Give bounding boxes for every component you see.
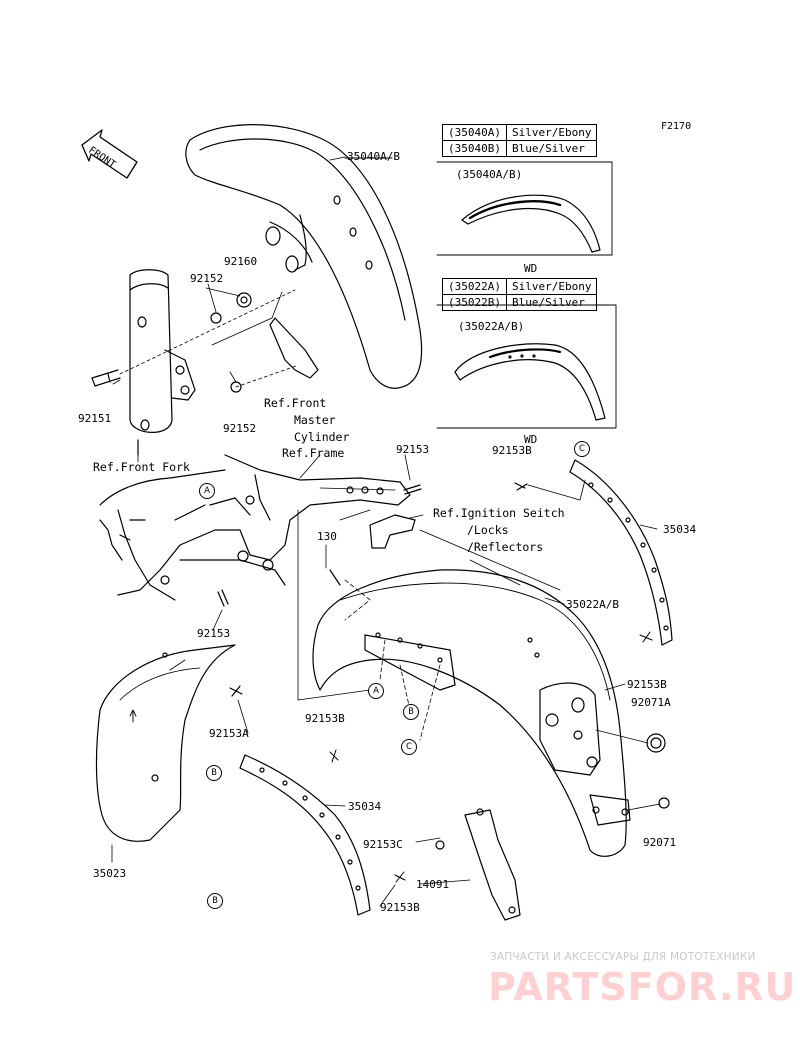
table-row: (35022A) Silver/Ebony [442,278,598,295]
ref-front-fork: Ref.Front Fork [93,460,190,474]
detail-label-rear: (35022A/B) [458,320,525,333]
ref-front-master-cylinder: Ref.Front Master Cylinder [264,395,349,446]
part-label-35034-top: 35034 [663,523,697,536]
brake-hose-bracket [269,317,319,379]
front-fender [185,124,423,389]
callout-c: C [574,441,590,457]
part-label-92071A: 92071A [631,696,671,709]
callout-c: C [401,739,417,755]
part-label-35022ab: 35022A/B [566,598,619,611]
ref-line: Cylinder [294,430,350,444]
nut-92153C [435,840,445,850]
bracket-14091 [464,809,521,921]
table-cell: Blue/Silver [505,140,598,157]
spacer-92160 [236,292,252,308]
part-label-92071: 92071 [643,836,677,849]
note-wd-rear: WD [524,433,538,446]
grommet-92071A [646,733,666,753]
table-cell: (35022B) [442,294,507,311]
part-label-92151: 92151 [78,412,112,425]
ref-line: Ref.Ignition Seitch [433,506,565,520]
callout-b: B [206,765,222,781]
bolt-92153-lower [217,589,229,607]
bolt-92153 [403,484,422,495]
part-label-35040ab: 35040A/B [347,150,400,163]
bolt-92153B [514,482,528,491]
grommet-92071 [658,797,670,809]
table-cell: (35040A) [442,124,507,141]
inner-fender-35023 [95,644,236,842]
table-row: (35040B) Blue/Silver [442,140,598,157]
rear-fender-detail [454,343,606,421]
part-label-92153B-right: 92153B [627,678,667,691]
part-label-35023: 35023 [93,867,127,880]
part-label-92160: 92160 [224,255,258,268]
callout-a: A [199,483,215,499]
side-rail-35034-top [569,459,673,646]
watermark-logo: PARTSFOR.RU [488,965,797,1009]
table-cell: Silver/Ebony [505,124,598,141]
part-label-92153B-top: 92153B [492,444,532,457]
front-fork [129,269,196,456]
table-cell: (35040B) [442,140,507,157]
note-wd-front: WD [524,262,538,275]
part-label-92153B-mid: 92153B [305,712,345,725]
part-label-92152-lower: 92152 [223,422,257,435]
part-label-14091: 14091 [416,878,450,891]
part-label-92153: 92153 [396,443,430,456]
table-cell: Blue/Silver [505,294,598,311]
part-label-92153C: 92153C [363,838,403,851]
bolt-92151 [91,369,121,387]
part-label-92153B-bottom: 92153B [380,901,420,914]
rear-fender [312,569,631,857]
ref-ignition-switch: Ref.Ignition Seitch /Locks /Reflectors [433,505,565,556]
side-rail-35034-bottom [239,754,371,916]
table-row: (35040A) Silver/Ebony [442,124,598,141]
ignition-bracket [369,514,416,549]
ref-line: Ref.Front [264,396,327,410]
callout-a: A [368,683,384,699]
callout-b: B [207,893,223,909]
color-table-front: (35040A) Silver/Ebony (35040B) Blue/Silv… [442,124,598,157]
detail-label-front: (35040A/B) [456,168,523,181]
table-row: (35022B) Blue/Silver [442,294,598,311]
bolt-92153A [229,685,243,697]
ref-line: /Reflectors [467,540,544,554]
washer-92152 [210,312,222,324]
part-label-35034-bottom: 35034 [348,800,382,813]
part-label-92153-lower: 92153 [197,627,231,640]
watermark-tagline: ЗАПЧАСТИ И АКСЕССУАРЫ ДЛЯ МОТОТЕХНИКИ [490,951,756,963]
ref-frame: Ref.Frame [282,446,345,460]
part-label-92152: 92152 [190,272,224,285]
frame [99,454,411,601]
ref-line: /Locks [467,523,509,537]
table-cell: Silver/Ebony [505,278,598,295]
part-label-92153A: 92153A [209,727,249,740]
color-table-rear: (35022A) Silver/Ebony (35022B) Blue/Silv… [442,278,598,311]
callout-b: B [403,704,419,720]
table-cell: (35022A) [442,278,507,295]
front-arrow-icon [81,129,138,179]
figure-code: F2170 [661,121,692,132]
part-label-130: 130 [317,530,337,543]
ref-line: Master [294,413,336,427]
front-fender-detail [461,194,601,253]
